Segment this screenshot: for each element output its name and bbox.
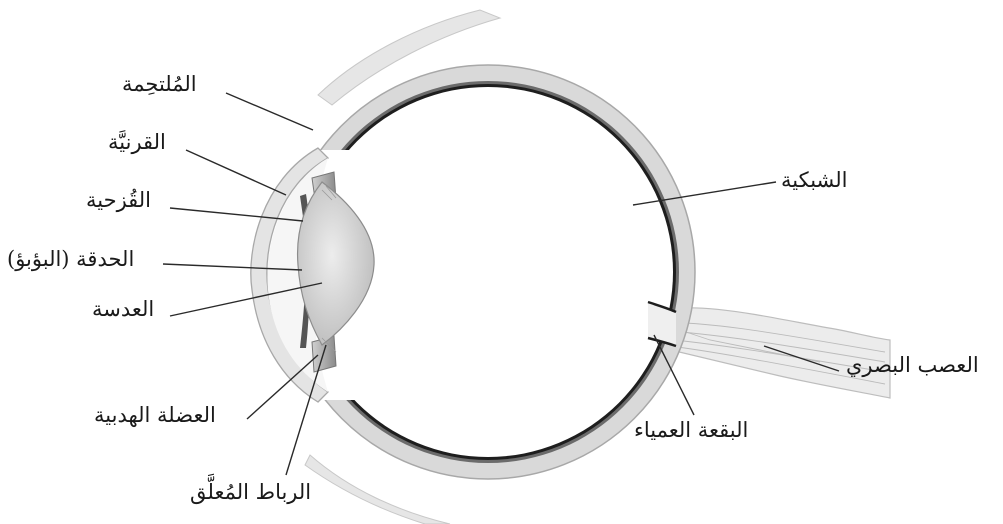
- label-optic-nerve: العصب البصري: [846, 353, 979, 377]
- label-iris: القُزحية: [86, 188, 151, 212]
- label-blind-spot: البقعة العمياء: [634, 418, 748, 442]
- label-pupil: الحدقة (البؤبؤ): [7, 247, 134, 271]
- label-lens: العدسة: [92, 297, 154, 321]
- leader-conjunctiva: [226, 93, 313, 130]
- leader-cornea: [186, 150, 286, 195]
- label-cornea: القرنيَّة: [108, 130, 166, 154]
- label-suspensory-ligament: الرباط المُعلَّق: [190, 480, 311, 504]
- label-conjunctiva: المُلتحِمة: [122, 72, 197, 96]
- label-retina: الشبكية: [781, 168, 848, 192]
- label-ciliary-muscle: العضلة الهدبية: [94, 403, 216, 427]
